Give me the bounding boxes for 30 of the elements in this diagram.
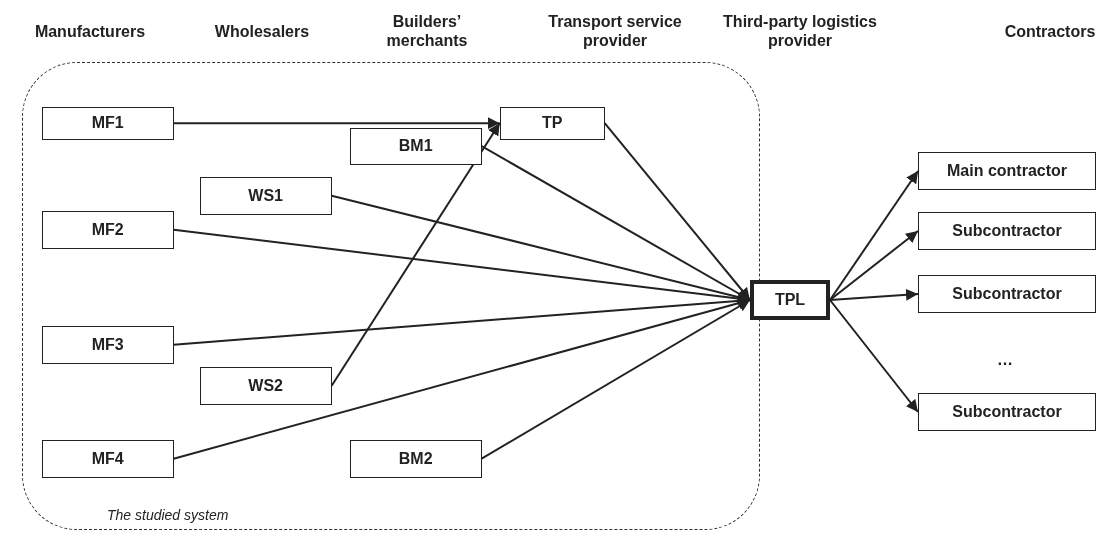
column-header: Wholesalers — [214, 22, 310, 41]
node-box: Main contractor — [918, 152, 1096, 190]
arrow — [172, 117, 501, 130]
node-box: MF2 — [41, 210, 174, 249]
node-box: Subcontractor — [918, 212, 1096, 250]
system-caption: The studied system — [107, 507, 229, 523]
node-box: BM2 — [349, 439, 482, 478]
node-box: Subcontractor — [918, 393, 1096, 431]
node-box: MF3 — [41, 325, 174, 364]
column-header: Third-party logistics provider — [722, 12, 878, 50]
arrow — [829, 288, 919, 301]
column-header: Builders’ merchants — [385, 12, 469, 50]
arrow — [330, 122, 501, 387]
column-header: Transport service provider — [547, 12, 683, 50]
node-box: BM1 — [349, 127, 482, 165]
system-boundary — [22, 62, 760, 530]
node-box: MF4 — [41, 439, 174, 478]
arrow — [480, 299, 751, 460]
arrow — [829, 230, 919, 301]
column-header: Manufacturers — [34, 22, 146, 41]
column-header: Contractors — [1004, 22, 1096, 41]
node-box: WS2 — [199, 366, 332, 405]
node-box: TPL — [750, 280, 830, 320]
ellipsis: … — [997, 350, 1013, 369]
node-box: WS1 — [199, 176, 332, 215]
arrow — [603, 122, 751, 301]
arrow — [829, 299, 919, 413]
node-box: MF1 — [41, 106, 174, 140]
node-box: TP — [499, 106, 605, 140]
node-box: Subcontractor — [918, 275, 1096, 313]
